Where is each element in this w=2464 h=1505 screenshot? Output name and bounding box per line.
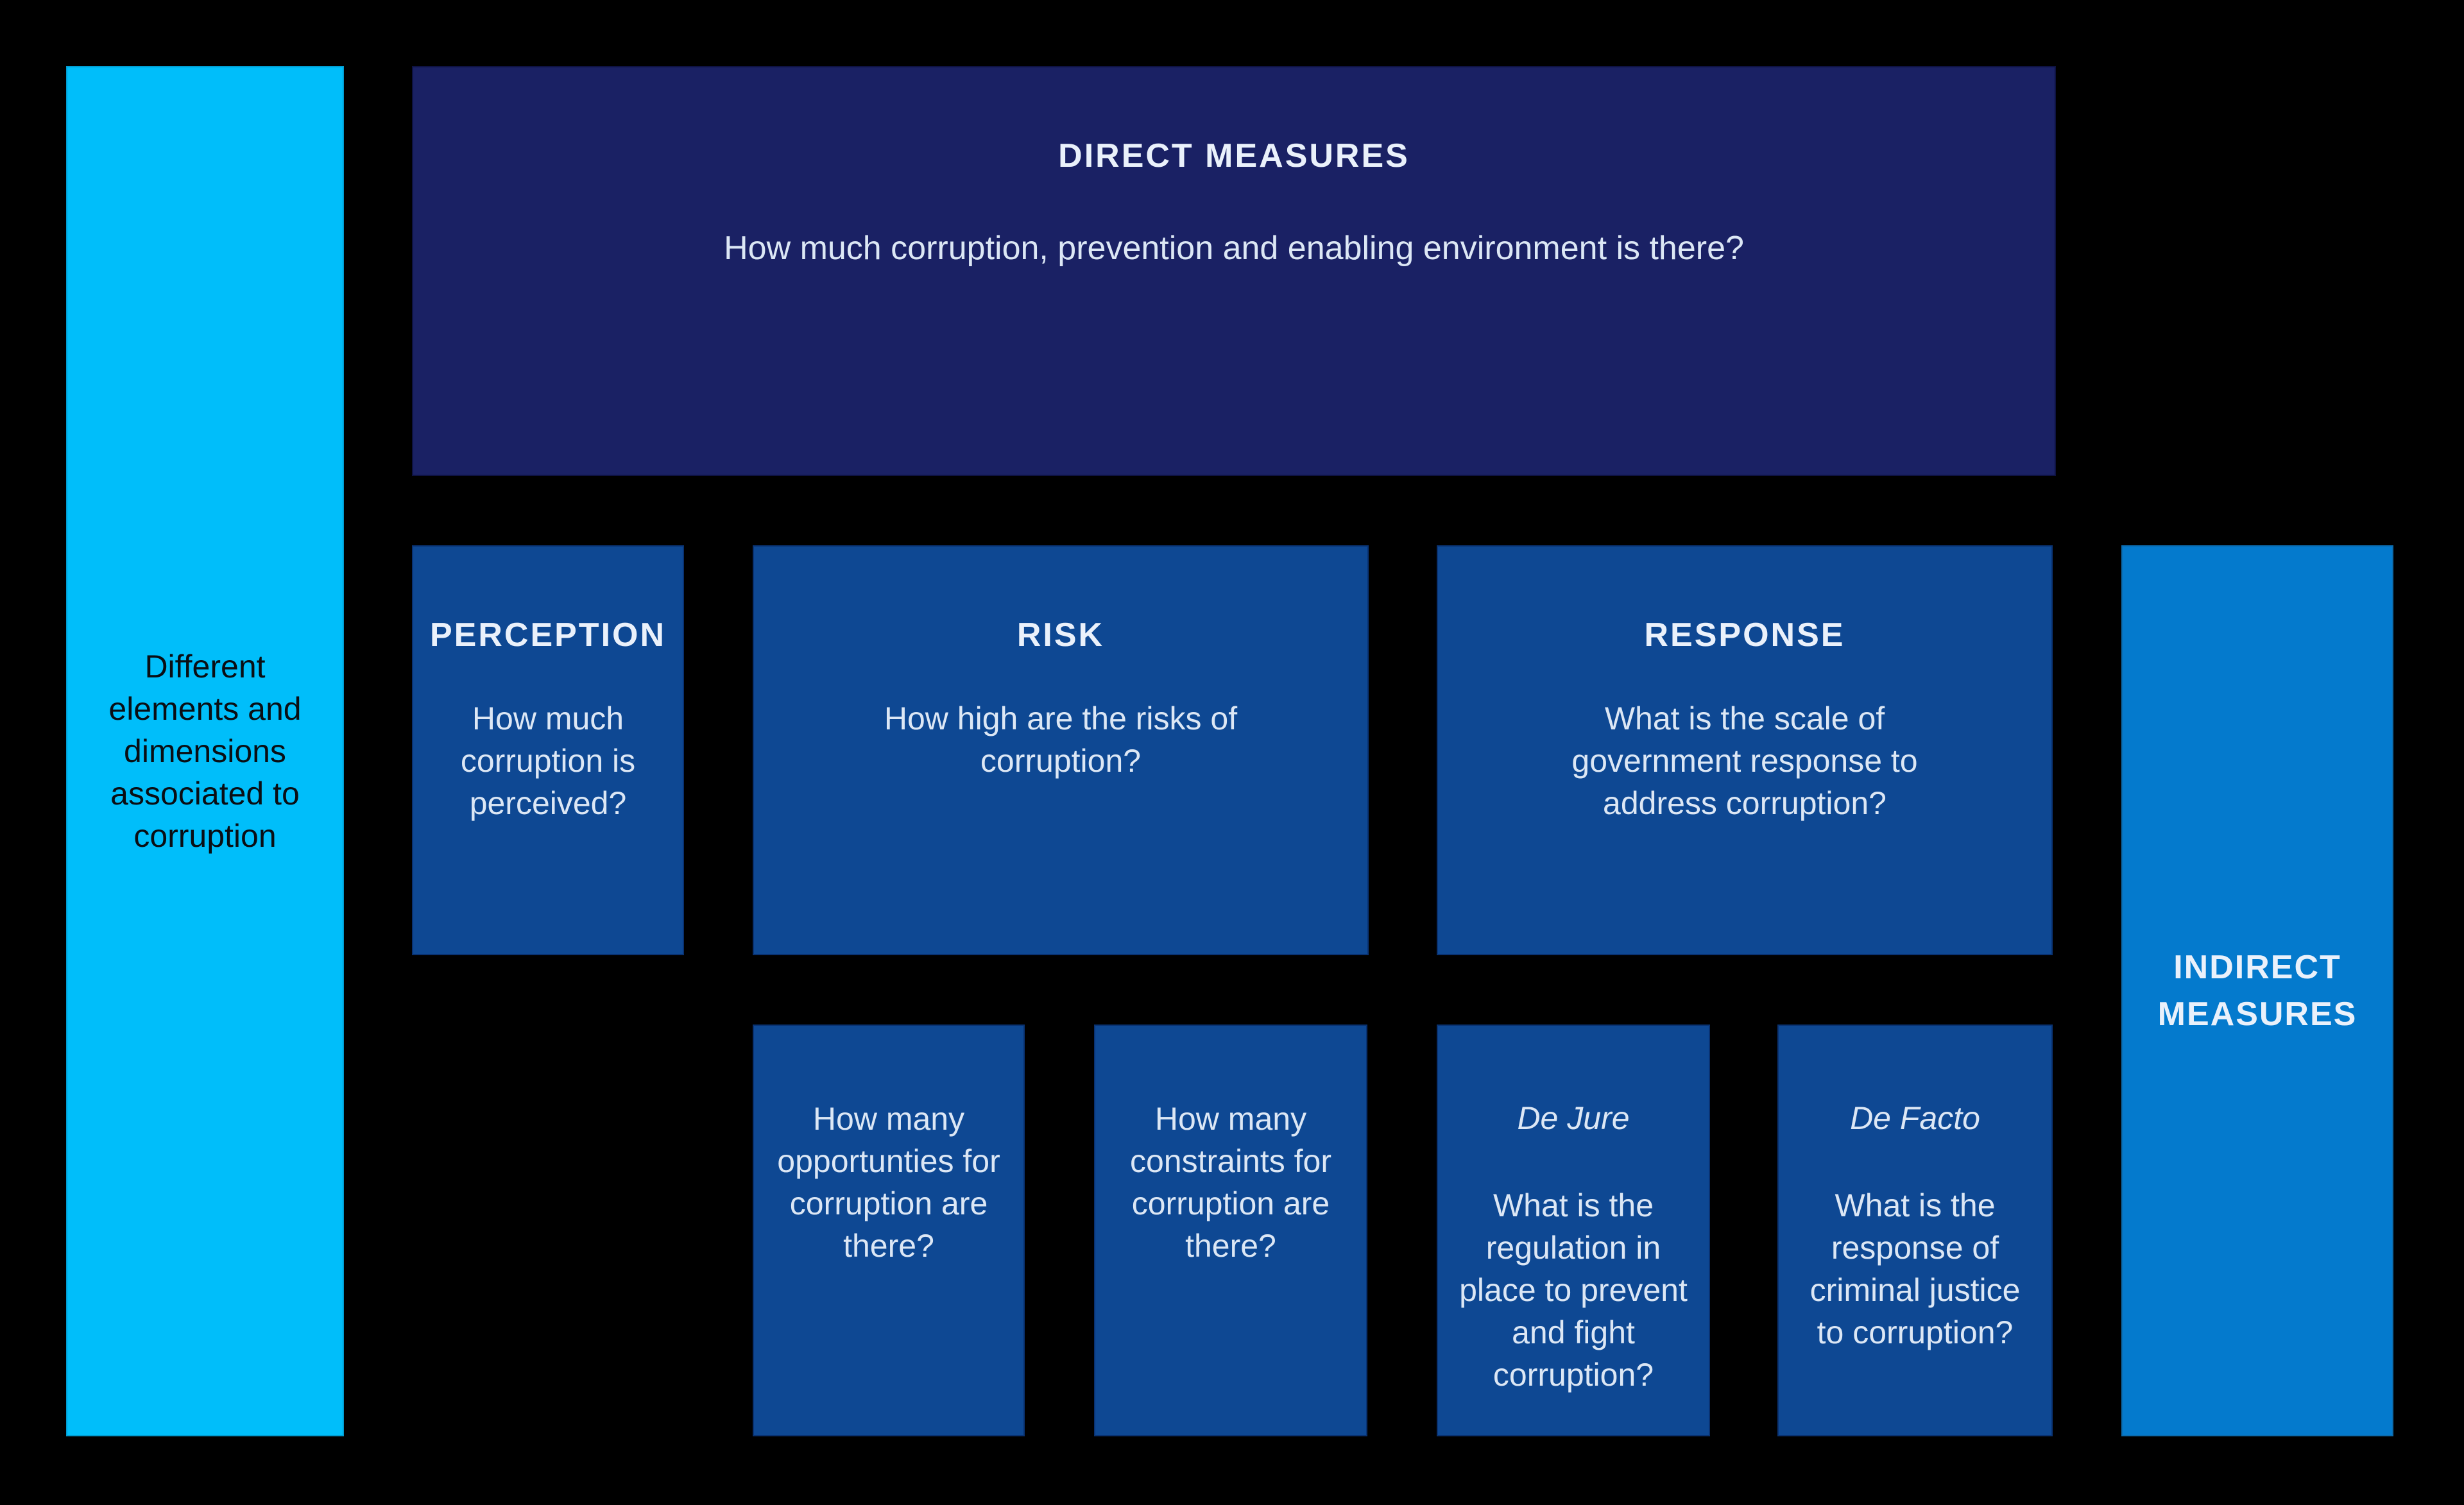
response-title: RESPONSE (1644, 616, 1845, 654)
response-question: What is the scale of government response… (1571, 700, 1918, 821)
indirect-measures-panel: INDIRECT MEASURES (2121, 545, 2393, 1436)
de-facto-question: What is the response of criminal justice… (1810, 1187, 2021, 1350)
direct-measures-panel: DIRECT MEASURES How much corruption, pre… (412, 66, 2056, 476)
constraints-box: How many constraints for corruption are … (1094, 1025, 1367, 1436)
elements-dimensions-text: Different elements and dimensions associ… (108, 649, 302, 854)
risk-title: RISK (1016, 616, 1105, 654)
direct-measures-title: DIRECT MEASURES (1058, 137, 1410, 174)
perception-question: How much corruption is perceived? (460, 700, 636, 821)
constraints-question: How many constraints for corruption are … (1129, 1101, 1331, 1264)
perception-title: PERCEPTION (429, 616, 667, 654)
de-jure-box: De Jure What is the regulation in place … (1437, 1025, 1710, 1436)
de-jure-question: What is the regulation in place to preve… (1459, 1187, 1688, 1393)
direct-measures-subtitle: How much corruption, prevention and enab… (724, 229, 1744, 267)
de-facto-box: De Facto What is the response of crimina… (1777, 1025, 2053, 1436)
de-facto-label: De Facto (1850, 1100, 1980, 1136)
opportunities-question: How many opportunties for corruption are… (777, 1101, 1000, 1264)
elements-dimensions-panel: Different elements and dimensions associ… (66, 66, 344, 1436)
indirect-measures-title: INDIRECT MEASURES (2157, 948, 2357, 1033)
perception-box: PERCEPTION How much corruption is percei… (412, 545, 684, 955)
risk-box: RISK How high are the risks of corruptio… (753, 545, 1369, 955)
de-jure-label: De Jure (1517, 1100, 1630, 1136)
opportunities-box: How many opportunties for corruption are… (753, 1025, 1025, 1436)
risk-question: How high are the risks of corruption? (884, 700, 1238, 779)
response-box: RESPONSE What is the scale of government… (1437, 545, 2053, 955)
